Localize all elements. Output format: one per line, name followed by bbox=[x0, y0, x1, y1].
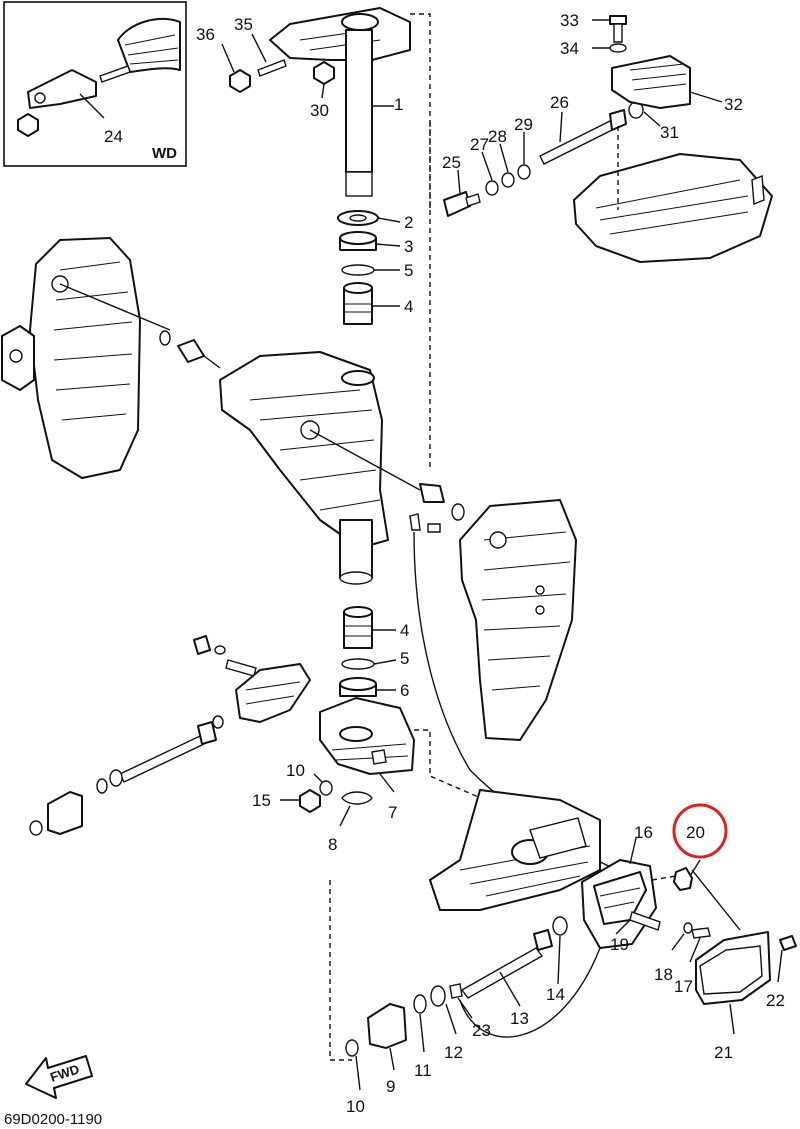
callout-29: 29 bbox=[514, 115, 533, 134]
callout-10b: 10 bbox=[346, 1097, 365, 1116]
top-right-mount: 25 27 28 29 26 31 32 33 34 bbox=[429, 11, 773, 263]
callout-17: 17 bbox=[674, 977, 693, 996]
callout-20: 20 bbox=[686, 823, 705, 842]
callout-4b: 4 bbox=[400, 621, 409, 640]
callout-26: 26 bbox=[550, 93, 569, 112]
callout-11: 11 bbox=[414, 1061, 432, 1080]
callout-19: 19 bbox=[610, 935, 629, 954]
callout-36: 36 bbox=[196, 25, 215, 44]
callout-2: 2 bbox=[404, 213, 413, 232]
callout-30: 30 bbox=[310, 101, 329, 120]
callout-21: 21 bbox=[714, 1043, 733, 1062]
callout-28: 28 bbox=[488, 127, 507, 146]
callout-10a: 10 bbox=[286, 761, 305, 780]
callout-22: 22 bbox=[766, 991, 785, 1010]
right-clamp-bracket bbox=[459, 499, 577, 741]
drawing-code: 69D0200-1190 bbox=[4, 1111, 102, 1128]
callout-4a: 4 bbox=[404, 297, 413, 316]
callout-34: 34 bbox=[560, 39, 579, 58]
fwd-arrow: FWD bbox=[25, 1055, 93, 1099]
inset-wd: 24 WD bbox=[3, 1, 187, 167]
steering-arm-group: 1 36 35 30 bbox=[196, 7, 411, 197]
callout-5b: 5 bbox=[400, 649, 409, 668]
callout-32: 32 bbox=[724, 95, 743, 114]
left-clamp-bracket bbox=[1, 237, 221, 479]
callout-7: 7 bbox=[388, 803, 397, 822]
callout-35: 35 bbox=[234, 15, 253, 34]
callout-6: 6 bbox=[400, 681, 409, 700]
callout-27: 27 bbox=[470, 135, 489, 154]
callout-12: 12 bbox=[444, 1043, 463, 1062]
callout-31: 31 bbox=[660, 123, 679, 142]
lower-through-bolt: 14 13 23 12 11 9 10 bbox=[329, 880, 601, 1116]
callout-15: 15 bbox=[252, 791, 271, 810]
callout-24: 24 bbox=[104, 127, 123, 146]
inset-variant-label: WD bbox=[152, 145, 177, 162]
callout-3: 3 bbox=[404, 237, 413, 256]
callout-1: 1 bbox=[394, 95, 403, 114]
callout-33: 33 bbox=[560, 11, 579, 30]
callout-13: 13 bbox=[510, 1009, 529, 1028]
upper-bushing-stack: 2 3 5 4 bbox=[337, 210, 413, 325]
callout-18: 18 bbox=[654, 965, 673, 984]
callout-5a: 5 bbox=[404, 261, 413, 280]
callout-16: 16 bbox=[634, 823, 653, 842]
swivel-bracket bbox=[219, 351, 465, 585]
left-tilt-tube bbox=[29, 635, 311, 836]
lower-mount: 16 19 20 18 17 21 22 bbox=[429, 789, 797, 1062]
callout-9: 9 bbox=[386, 1077, 395, 1096]
callout-14: 14 bbox=[546, 985, 565, 1004]
highlight-circle bbox=[672, 803, 728, 859]
callout-25: 25 bbox=[442, 153, 461, 172]
callout-8: 8 bbox=[328, 835, 337, 854]
lower-bushing-stack: 4 5 6 bbox=[339, 606, 409, 700]
guide-line-upper bbox=[410, 13, 431, 470]
